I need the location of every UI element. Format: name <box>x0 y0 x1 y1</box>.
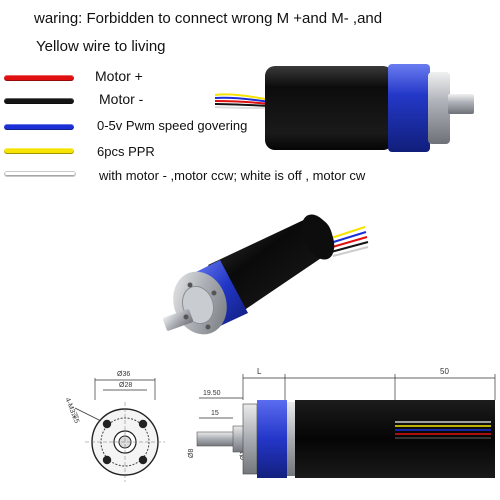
wire-legend: Motor + Motor - 0-5v Pwm speed govering … <box>0 66 500 186</box>
side-gearbox-blue <box>257 400 287 478</box>
wire-yellow-label: 6pcs PPR <box>97 144 155 159</box>
wire-red-label: Motor + <box>95 68 143 84</box>
dim-15: 15 <box>211 410 219 417</box>
warning-line-1: waring: Forbidden to connect wrong M +an… <box>34 10 383 27</box>
side-output-shaft <box>196 431 236 447</box>
dim-shaft-dia: Ø8 <box>188 449 195 458</box>
angled-motor-body <box>208 217 334 313</box>
side-gearbox-metal <box>242 403 258 475</box>
side-motor-body-rear <box>393 400 495 478</box>
gearbox-blue-ring <box>388 64 430 152</box>
warning-line-2: Yellow wire to living <box>36 38 166 55</box>
wire-blue <box>4 124 74 130</box>
wire-white-label: with motor - ,motor ccw; white is off , … <box>99 168 366 183</box>
wire-white <box>4 171 76 177</box>
motor-photo-side <box>214 64 474 152</box>
front-view-drawing: Ø36 Ø28 4-M3深5 <box>63 371 165 482</box>
wire-red <box>4 75 74 81</box>
gearbox-head <box>428 72 450 144</box>
output-shaft <box>448 94 474 114</box>
dim-inner-dia: Ø28 <box>119 382 132 389</box>
wire-black-label: Motor - <box>99 91 144 107</box>
wire-blue-label: 0-5v Pwm speed govering <box>97 118 248 133</box>
dim-outer-dia: Ø36 <box>117 371 130 378</box>
dim-50: 50 <box>440 367 449 376</box>
wire-yellow <box>4 148 74 154</box>
side-motor-body-front <box>295 400 395 478</box>
motor-body <box>265 66 393 150</box>
side-view-drawing: L 50 19.50 15 Ø8 Ø12 <box>188 367 496 478</box>
motor-photo-angled <box>163 214 369 335</box>
dim-l: L <box>257 367 262 376</box>
side-wires <box>395 421 491 439</box>
wire-black <box>4 98 74 104</box>
photo-wires <box>214 93 271 109</box>
dim-19-50: 19.50 <box>203 390 221 397</box>
